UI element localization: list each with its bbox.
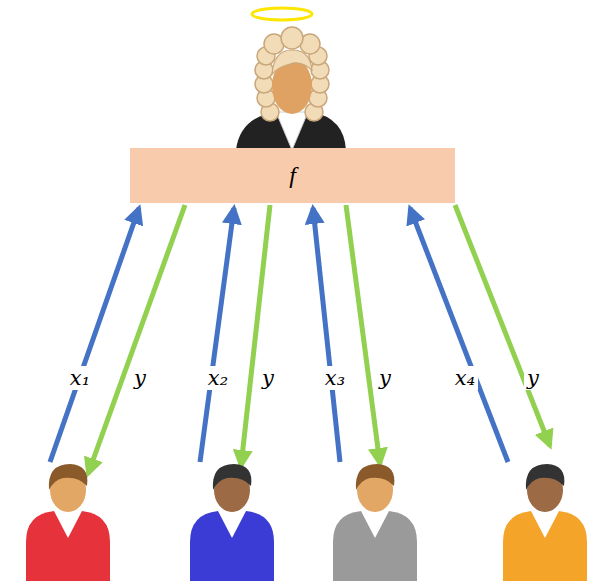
input-arrow: [200, 208, 234, 462]
collar: [54, 511, 82, 538]
hair: [526, 464, 565, 490]
person-figure: [190, 464, 274, 581]
wig-top: [272, 50, 312, 74]
output-arrow: [346, 205, 380, 464]
shirt: [333, 511, 417, 581]
output-arrow: [455, 205, 550, 446]
output-label: y: [259, 366, 277, 390]
input-label: x₁: [67, 366, 93, 390]
hair: [49, 464, 88, 490]
halo: [252, 8, 312, 20]
input-label: x₂: [205, 366, 231, 390]
output-arrow: [88, 205, 185, 474]
hair: [213, 464, 252, 490]
wig: [255, 27, 329, 121]
output-label: y: [131, 366, 149, 390]
jabot: [276, 112, 308, 150]
shirt: [26, 511, 110, 581]
output-arrow: [241, 205, 270, 466]
output-label: y: [376, 366, 394, 390]
function-name: f: [289, 162, 296, 188]
input-arrow: [313, 208, 340, 462]
collar: [531, 511, 559, 538]
robe: [236, 112, 346, 150]
person-figure: [333, 464, 417, 581]
signal-lines: [50, 205, 550, 474]
shirt: [503, 511, 587, 581]
input-label: x₃: [322, 366, 348, 390]
function-box: f: [130, 148, 455, 203]
person-figure: [503, 464, 587, 581]
person-figure: [26, 464, 110, 581]
judge-figure: [236, 8, 346, 150]
output-label: y: [524, 366, 542, 390]
collar: [361, 511, 389, 538]
input-arrow: [50, 208, 139, 462]
shirt: [190, 511, 274, 581]
input-label: x₄: [452, 366, 478, 390]
input-arrow: [410, 208, 508, 462]
collar: [218, 511, 246, 538]
hair: [356, 464, 395, 490]
